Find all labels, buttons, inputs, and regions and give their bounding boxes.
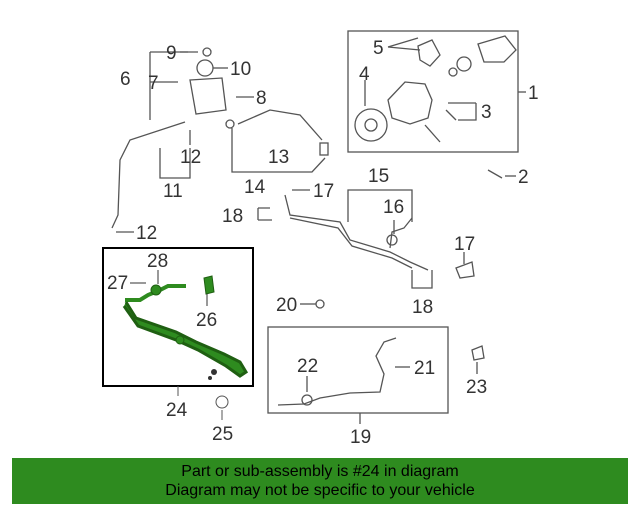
leader-5b xyxy=(387,46,421,51)
callout-16: 16 xyxy=(383,197,404,218)
banner-line-1: Part or sub-assembly is #24 in diagram xyxy=(181,463,459,480)
callout-15: 15 xyxy=(368,166,389,187)
pressure-line-group xyxy=(257,169,516,309)
callout-23: 23 xyxy=(466,377,487,398)
info-banner: Part or sub-assembly is #24 in diagram D… xyxy=(12,458,628,504)
callout-10: 10 xyxy=(230,59,251,80)
leader-18a xyxy=(257,207,272,221)
small-bolt-2 xyxy=(208,376,212,380)
banner-line-2: Diagram may not be specific to your vehi… xyxy=(165,482,475,499)
line-branch xyxy=(389,217,413,249)
callout-13: 13 xyxy=(268,147,289,168)
callout-22: 22 xyxy=(297,356,318,377)
pump-assembly-group xyxy=(347,30,526,153)
leader-5a xyxy=(387,37,419,48)
pressure-line-2 xyxy=(289,217,413,269)
callout-18b: 18 xyxy=(412,297,433,318)
pump-seal xyxy=(456,56,472,72)
callout-27: 27 xyxy=(107,273,128,294)
highlighted-bolt xyxy=(175,335,185,345)
callout-18a: 18 xyxy=(222,206,243,227)
pump-body xyxy=(387,81,433,125)
callout-11: 11 xyxy=(163,181,183,202)
leader-15 xyxy=(347,189,413,222)
highlighted-fitting xyxy=(203,275,215,295)
pump-pulley-hub xyxy=(364,118,378,132)
leader-18b xyxy=(411,270,433,289)
leader-3 xyxy=(448,102,477,121)
callout-labels: 1 2 3 4 5 6 7 8 9 10 11 12 12 13 14 15 1… xyxy=(107,38,539,448)
callout-9: 9 xyxy=(166,43,177,64)
line-fitting xyxy=(386,234,398,246)
pump-pulley xyxy=(354,108,388,142)
callout-20: 20 xyxy=(276,295,297,316)
callout-8: 8 xyxy=(256,88,267,109)
leader-14 xyxy=(231,128,326,173)
pressure-line xyxy=(284,194,429,271)
callout-12a: 12 xyxy=(180,147,201,168)
pump-bolt xyxy=(424,124,441,143)
callout-3: 3 xyxy=(481,102,492,123)
bolt-2 xyxy=(487,169,503,179)
cooler-group xyxy=(267,326,485,424)
suction-pipe xyxy=(111,121,186,229)
callout-4: 4 xyxy=(359,64,370,85)
callout-17a: 17 xyxy=(313,181,334,202)
callout-28: 28 xyxy=(147,251,168,272)
reservoir-tank xyxy=(189,77,227,115)
highlighted-clamp xyxy=(150,284,162,296)
nut-20 xyxy=(315,299,325,309)
hose-end xyxy=(319,142,329,156)
cooler-pipe xyxy=(277,337,397,406)
callout-25: 25 xyxy=(212,424,233,445)
pump-reservoir-cap xyxy=(477,35,517,63)
callout-5: 5 xyxy=(373,38,384,59)
callout-12b: 12 xyxy=(136,223,157,244)
callout-17b: 17 xyxy=(454,234,475,255)
callout-6: 6 xyxy=(120,69,131,90)
washer-25 xyxy=(215,395,229,409)
callout-26: 26 xyxy=(196,310,217,331)
return-hose xyxy=(237,109,323,141)
callout-19: 19 xyxy=(350,427,371,448)
highlighted-pipe xyxy=(122,301,249,378)
callout-2: 2 xyxy=(518,167,529,188)
pump-oring xyxy=(448,67,458,77)
cooler-box xyxy=(267,326,449,414)
reservoir-filter xyxy=(202,47,212,57)
callout-14: 14 xyxy=(244,177,266,198)
callout-24: 24 xyxy=(166,400,188,421)
pump-fitting xyxy=(417,39,441,67)
small-bolt xyxy=(211,369,217,375)
clamp-23 xyxy=(471,345,485,361)
callout-1: 1 xyxy=(528,83,539,104)
callout-7: 7 xyxy=(148,73,159,94)
parts-diagram: 1 2 3 4 5 6 7 8 9 10 11 12 12 13 14 15 1… xyxy=(102,30,539,448)
sensor-switch xyxy=(455,261,475,279)
highlight-24-group xyxy=(102,247,254,420)
pump-bolt-2 xyxy=(445,109,457,121)
callout-21: 21 xyxy=(414,358,435,379)
reservoir-cap xyxy=(196,59,214,77)
leader-11 xyxy=(159,148,191,179)
hose-clamp-left xyxy=(225,119,235,129)
reservoir-group xyxy=(111,47,329,233)
cooler-clamp xyxy=(301,394,313,406)
